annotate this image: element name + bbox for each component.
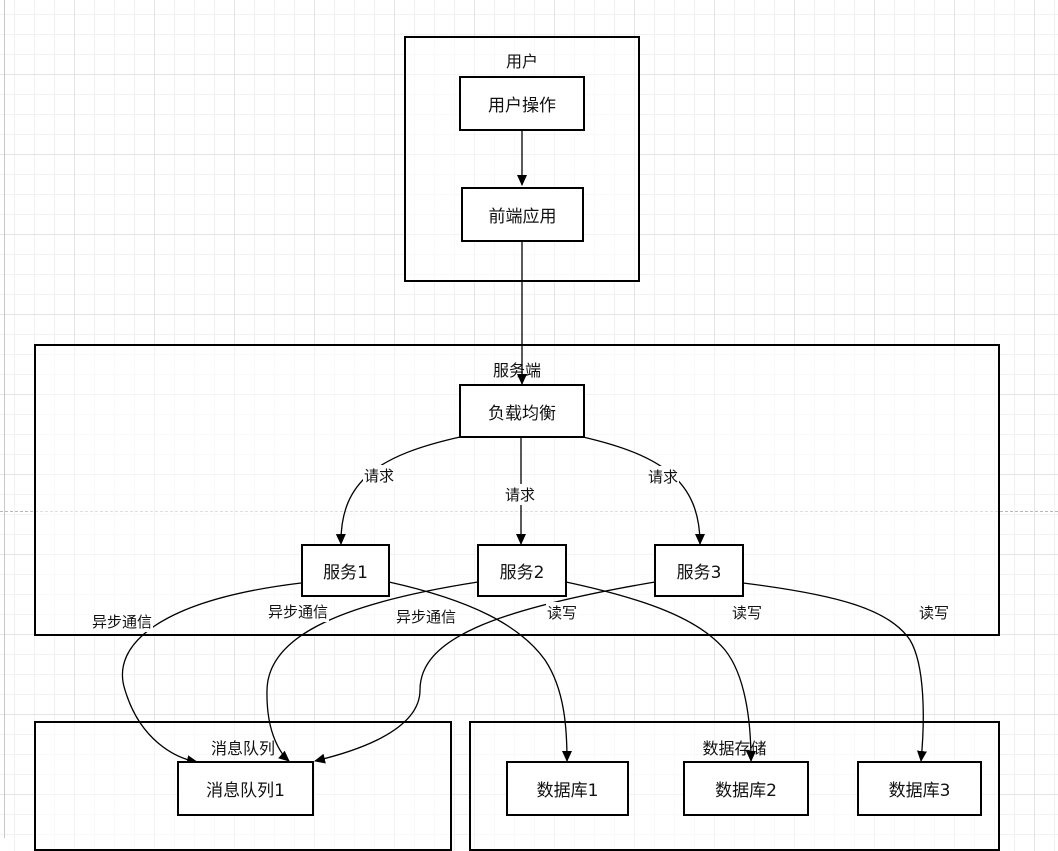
node-frontend-app[interactable]: 前端应用	[461, 187, 584, 242]
node-load-balancer[interactable]: 负载均衡	[459, 384, 585, 438]
node-user-action[interactable]: 用户操作	[459, 76, 585, 131]
group-user[interactable]: 用户	[404, 36, 640, 282]
group-user-title: 用户	[505, 52, 538, 71]
edge-label-request-3: 请求	[647, 466, 680, 487]
node-service-1[interactable]: 服务1	[301, 544, 390, 597]
group-server-title: 服务端	[492, 361, 541, 380]
edge-label-read-write-1: 读写	[546, 602, 579, 623]
group-storage-title: 数据存储	[702, 739, 767, 758]
node-database-3[interactable]: 数据库3	[857, 761, 982, 816]
node-message-queue-1[interactable]: 消息队列1	[177, 761, 314, 816]
node-service-2[interactable]: 服务2	[477, 544, 567, 597]
node-service-3[interactable]: 服务3	[654, 544, 744, 597]
edge-label-async-2: 异步通信	[267, 601, 330, 622]
edge-label-async-3: 异步通信	[395, 606, 458, 627]
edge-label-async-1: 异步通信	[91, 611, 154, 632]
edge-label-read-write-2: 读写	[731, 602, 764, 623]
edge-label-read-write-3: 读写	[918, 602, 951, 623]
edge-label-request-2: 请求	[504, 484, 537, 505]
group-mq-title: 消息队列	[210, 739, 275, 758]
edge-label-request-1: 请求	[363, 465, 396, 486]
node-database-2[interactable]: 数据库2	[683, 761, 809, 816]
node-database-1[interactable]: 数据库1	[506, 761, 629, 816]
canvas-edge	[4, 0, 5, 838]
